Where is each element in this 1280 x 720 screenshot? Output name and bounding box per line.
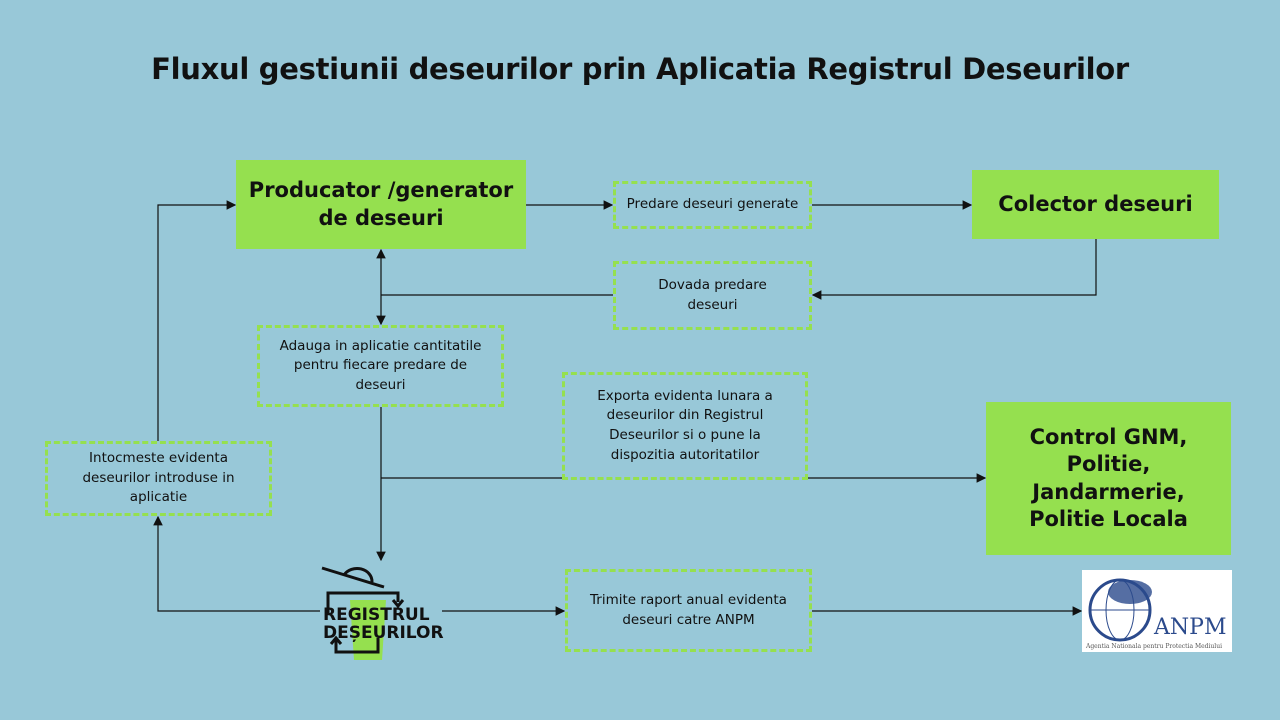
node-intocmeste: Intocmeste evidenta deseurilor introduse… (45, 441, 272, 516)
node-producator: Producator /generator de deseuri (236, 160, 526, 249)
arrow-registru-intocmeste (153, 515, 320, 612)
node-control: Control GNM, Politie, Jandarmerie, Polit… (986, 402, 1231, 555)
node-exporta: Exporta evidenta lunara a deseurilor din… (562, 372, 808, 480)
node-adauga: Adauga in aplicatie cantitatile pentru f… (257, 325, 504, 407)
node-predare: Predare deseuri generate (613, 181, 812, 229)
node-colector: Colector deseuri (972, 170, 1219, 239)
arrow-colector-dovada (811, 239, 1097, 300)
anpm-logo: ANPM Agentia Nationala pentru Protectia … (1082, 570, 1232, 652)
anpm-caption: Agentia Nationala pentru Protectia Mediu… (1085, 643, 1222, 650)
logo-text-line1: REGISTRUL (323, 605, 430, 625)
node-dovada: Dovada predare deseuri (613, 261, 812, 330)
logo-text-line2: DEȘEURILOR (323, 623, 444, 643)
node-trimite: Trimite raport anual evidenta deseuri ca… (565, 569, 812, 652)
anpm-name: ANPM (1153, 615, 1226, 640)
arrow-intocmeste-producator (157, 200, 237, 441)
diagram-title: Fluxul gestiunii deseurilor prin Aplicat… (151, 52, 1129, 86)
registrul-deseurilor-logo: REGISTRUL DEȘEURILOR (321, 566, 444, 660)
